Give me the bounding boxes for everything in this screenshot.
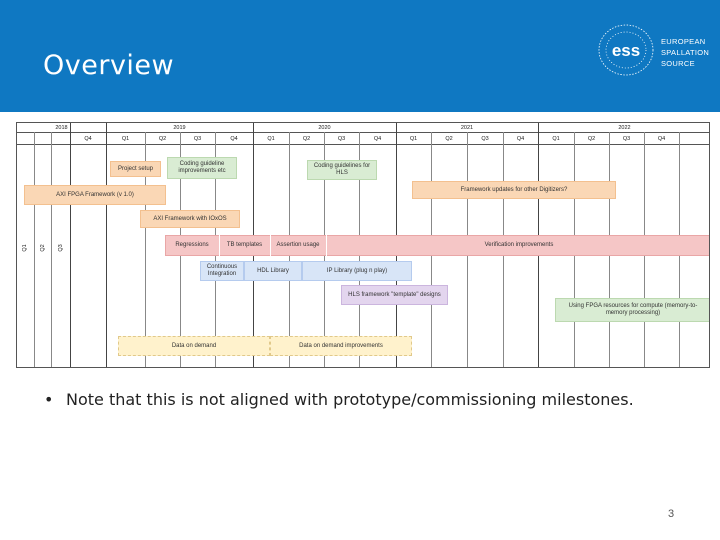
quarter-label: Q2 (302, 136, 311, 142)
year-label: 2018 (55, 125, 68, 131)
task-bar: Framework updates for other Digitizers? (412, 181, 616, 199)
task-bar: Coding guideline improvements etc (167, 157, 237, 179)
task-label: Framework updates for other Digitizers? (460, 186, 568, 193)
quarter-label: Q1 (409, 136, 418, 142)
header-divider (17, 132, 709, 133)
task-label: Coding guidelines for HLS (313, 163, 371, 176)
logo-line: EUROPEAN (661, 37, 706, 46)
task-label: Data on demand (171, 342, 217, 349)
task-bar: HDL Library (244, 261, 302, 281)
task-label: Regressions (175, 242, 209, 248)
quarter-label: Q4 (84, 136, 92, 142)
task-bar: Using FPGA resources for compute (memory… (555, 298, 709, 322)
grid-line (106, 123, 107, 367)
quarter-label: Q4 (516, 136, 525, 142)
quarter-label: Q2 (158, 136, 167, 142)
quarter-label: Q2 (587, 136, 596, 142)
task-bar: IP Library (plug n play) (302, 261, 412, 281)
quarter-label: Q1 (267, 136, 275, 142)
bar-divider (326, 235, 327, 256)
quarter-label: Q2 (445, 136, 453, 142)
task-bar: Regressions (165, 235, 219, 256)
quarter-label: Q4 (657, 136, 666, 142)
logo-line: SOURCE (661, 59, 695, 68)
quarter-label-vertical: Q1 (22, 244, 28, 252)
task-label: Project setup (117, 165, 154, 172)
task-label: IP Library (plug n play) (326, 267, 388, 274)
task-label: HLS framework "template" designs (348, 291, 441, 298)
year-label: 2022 (618, 125, 631, 131)
bullet-text: Note that this is not aligned with proto… (66, 390, 634, 409)
year-label: 2021 (460, 125, 474, 131)
task-label: Assertion usage (276, 242, 320, 248)
task-bar: Assertion usage (270, 235, 326, 256)
task-bar: TB templates (219, 235, 270, 256)
quarter-label: Q4 (373, 136, 382, 142)
quarter-label: Q3 (193, 136, 202, 142)
task-label: Data on demand improvements (299, 342, 383, 349)
quarter-label: Q4 (230, 136, 238, 142)
task-label: AXI FPGA Framework (v 1.0) (56, 191, 134, 198)
task-bar: Verification improvements (326, 235, 709, 256)
task-bar: HLS framework "template" designs (341, 285, 448, 305)
task-bar: Coding guidelines for HLS (307, 160, 377, 180)
ess-logo-icon: ess (598, 24, 654, 76)
task-label: AXI Framework with IOxOS (153, 215, 227, 222)
quarter-label: Q3 (481, 136, 489, 142)
quarter-label: Q1 (121, 136, 130, 142)
logo-wordmark: EUROPEAN SPALLATION SOURCE (661, 36, 709, 69)
logo-mark: ess (612, 41, 640, 60)
bullet-point: • Note that this is not aligned with prot… (44, 390, 634, 409)
quarter-label-vertical: Q3 (58, 244, 64, 252)
grid-line (145, 132, 146, 367)
year-label: 2019 (173, 125, 186, 131)
task-bar: Data on demand improvements (270, 336, 412, 356)
task-bar (165, 235, 709, 256)
task-bar: Continuous Integration (200, 261, 244, 281)
bullet-icon: • (44, 390, 54, 409)
slide-title: Overview (43, 50, 175, 81)
bar-divider (270, 235, 271, 256)
task-label: Using FPGA resources for compute (memory… (568, 303, 698, 316)
quarter-label: Q3 (337, 136, 346, 142)
logo-line: SPALLATION (661, 48, 710, 57)
quarter-label: Q1 (552, 136, 560, 142)
grid-line (51, 132, 52, 367)
grid-line (70, 123, 71, 367)
task-bar: Data on demand (118, 336, 270, 356)
grid-line (34, 132, 35, 367)
quarter-label-vertical: Q2 (40, 244, 46, 252)
roadmap-gantt-chart: 2018 2019 2020 2021 2022 Q4 Q1 Q2 Q3 Q4 … (16, 122, 710, 368)
task-bar: Project setup (110, 161, 161, 177)
task-label: Continuous Integration (206, 264, 238, 277)
task-label: Coding guideline improvements etc (178, 161, 226, 174)
task-label: Verification improvements (484, 242, 554, 248)
task-label: TB templates (226, 242, 263, 248)
task-label: HDL Library (257, 267, 289, 274)
year-label: 2020 (318, 125, 331, 131)
task-bar: AXI Framework with IOxOS (140, 210, 240, 228)
task-bar: AXI FPGA Framework (v 1.0) (24, 185, 166, 205)
bar-divider (219, 235, 220, 256)
quarter-label: Q3 (622, 136, 631, 142)
header-divider (17, 144, 709, 145)
page-number: 3 (668, 508, 675, 520)
